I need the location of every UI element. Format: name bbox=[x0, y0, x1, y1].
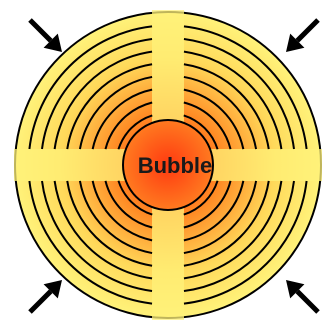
bubble-label: Bubble bbox=[138, 153, 213, 178]
arrow-top-left-shaft bbox=[30, 20, 51, 41]
arrow-top-right-shaft bbox=[297, 20, 318, 41]
arrow-bottom-left bbox=[30, 280, 62, 312]
arrow-bottom-left-shaft bbox=[30, 291, 51, 312]
arrow-top-right bbox=[286, 20, 318, 52]
arrow-top-left bbox=[30, 20, 62, 52]
arrow-bottom-right bbox=[286, 280, 318, 312]
arrow-bottom-right-shaft bbox=[297, 291, 318, 312]
